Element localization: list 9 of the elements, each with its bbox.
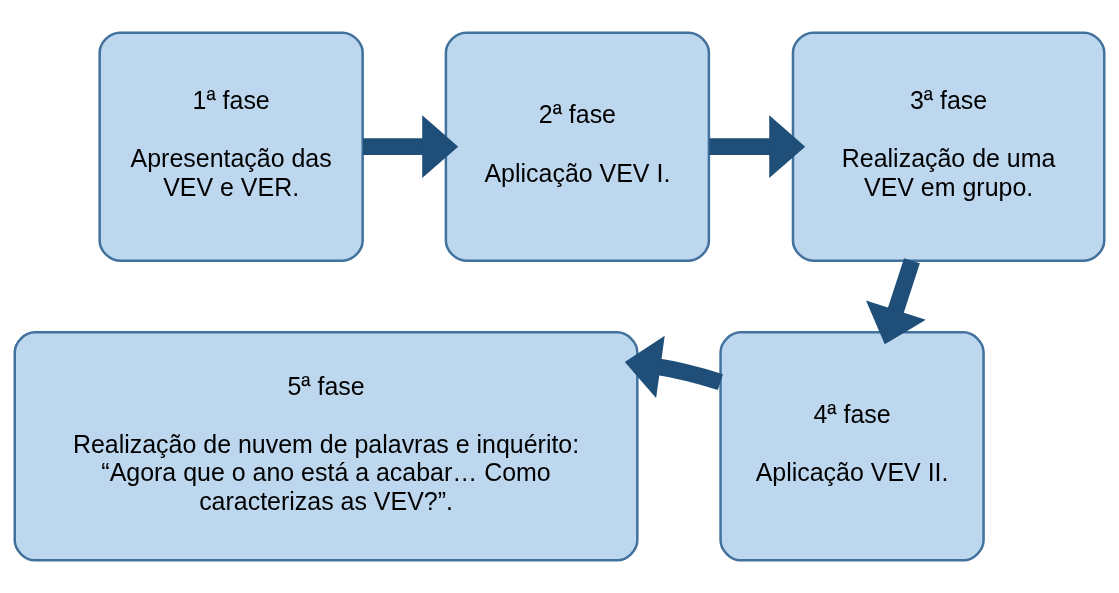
arrow: [624, 335, 723, 399]
node-box: 4ª fase Aplicação VEV II.: [719, 331, 985, 562]
node-box: 3ª fase Realização de uma VEV em grupo.: [791, 31, 1106, 262]
node-box: 5ª fase Realização de nuvem de palavras e inquérito: “Agora que o ano está a acabar… Como caracterizas as VEV?”.: [13, 331, 639, 562]
arrow: [709, 115, 806, 179]
node-box: 2ª fase Aplicação VEV I.: [444, 31, 711, 262]
node-box: 1ª fase Apresentação das VEV e VER.: [98, 31, 364, 262]
arrow: [866, 258, 926, 345]
arrow: [363, 115, 459, 179]
